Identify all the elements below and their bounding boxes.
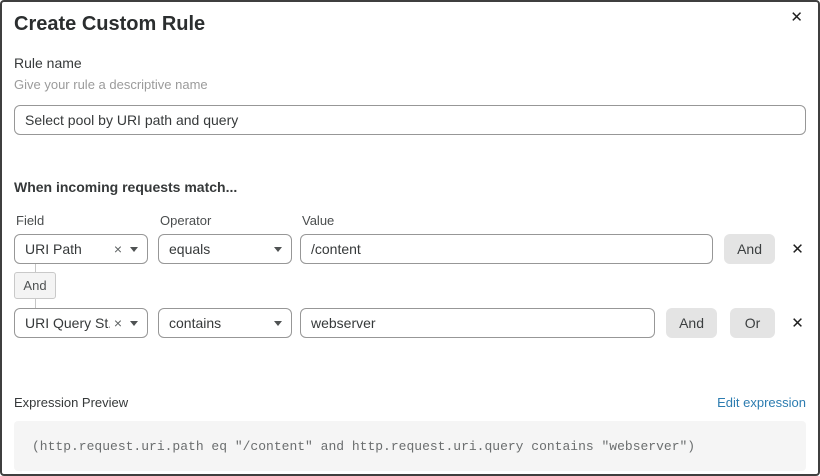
chevron-down-icon bbox=[274, 246, 282, 252]
field-select-value: URI Query St... bbox=[25, 315, 110, 331]
add-and-condition-button[interactable]: And bbox=[666, 308, 717, 338]
rule-name-section: Rule name Give your rule a descriptive n… bbox=[14, 55, 806, 135]
expression-code: (http.request.uri.path eq "/content" and… bbox=[32, 438, 696, 454]
value-column-label: Value bbox=[302, 213, 335, 228]
field-column-label: Field bbox=[16, 213, 45, 228]
chevron-down-icon bbox=[130, 246, 138, 252]
add-or-condition-button[interactable]: Or bbox=[730, 308, 775, 338]
rule-name-label: Rule name bbox=[14, 55, 82, 71]
field-select[interactable]: URI Path × bbox=[14, 234, 148, 264]
operator-select-value: contains bbox=[169, 315, 222, 331]
operator-column-label: Operator bbox=[160, 213, 212, 228]
remove-condition-icon[interactable]: ✕ bbox=[791, 314, 804, 332]
close-icon[interactable]: ✕ bbox=[790, 9, 803, 26]
operator-select-value: equals bbox=[169, 241, 211, 257]
expression-preview-section: Expression Preview Edit expression (http… bbox=[14, 395, 806, 471]
clear-selection-icon[interactable]: × bbox=[113, 241, 122, 257]
value-input[interactable] bbox=[300, 308, 656, 338]
operator-select[interactable]: contains bbox=[158, 308, 292, 338]
expression-preview-label: Expression Preview bbox=[14, 395, 129, 410]
dialog-title: Create Custom Rule bbox=[14, 13, 206, 35]
condition-row-2: URI Query St... × contains And Or ✕ bbox=[14, 308, 806, 338]
match-section: When incoming requests match... Field Op… bbox=[14, 179, 806, 338]
operator-select[interactable]: equals bbox=[158, 234, 292, 264]
rule-name-helper-text: Give your rule a descriptive name bbox=[14, 77, 208, 92]
chevron-down-icon bbox=[274, 320, 282, 326]
edit-expression-link[interactable]: Edit expression bbox=[717, 395, 806, 410]
field-select-value: URI Path bbox=[25, 241, 82, 257]
field-select[interactable]: URI Query St... × bbox=[14, 308, 148, 338]
rule-name-input[interactable] bbox=[14, 105, 806, 135]
and-connector-badge: And bbox=[14, 272, 56, 299]
chevron-down-icon bbox=[130, 320, 138, 326]
match-section-heading: When incoming requests match... bbox=[14, 179, 238, 195]
value-input[interactable] bbox=[300, 234, 714, 264]
and-connector: And bbox=[14, 264, 806, 308]
column-labels: Field Operator Value bbox=[14, 213, 806, 228]
remove-condition-icon[interactable]: ✕ bbox=[791, 240, 804, 258]
expression-code-block: (http.request.uri.path eq "/content" and… bbox=[14, 421, 806, 471]
connector-line bbox=[35, 264, 36, 272]
connector-line bbox=[35, 299, 36, 308]
condition-row-1: URI Path × equals And ✕ bbox=[14, 234, 806, 264]
clear-selection-icon[interactable]: × bbox=[113, 315, 122, 331]
add-and-condition-button[interactable]: And bbox=[724, 234, 775, 264]
